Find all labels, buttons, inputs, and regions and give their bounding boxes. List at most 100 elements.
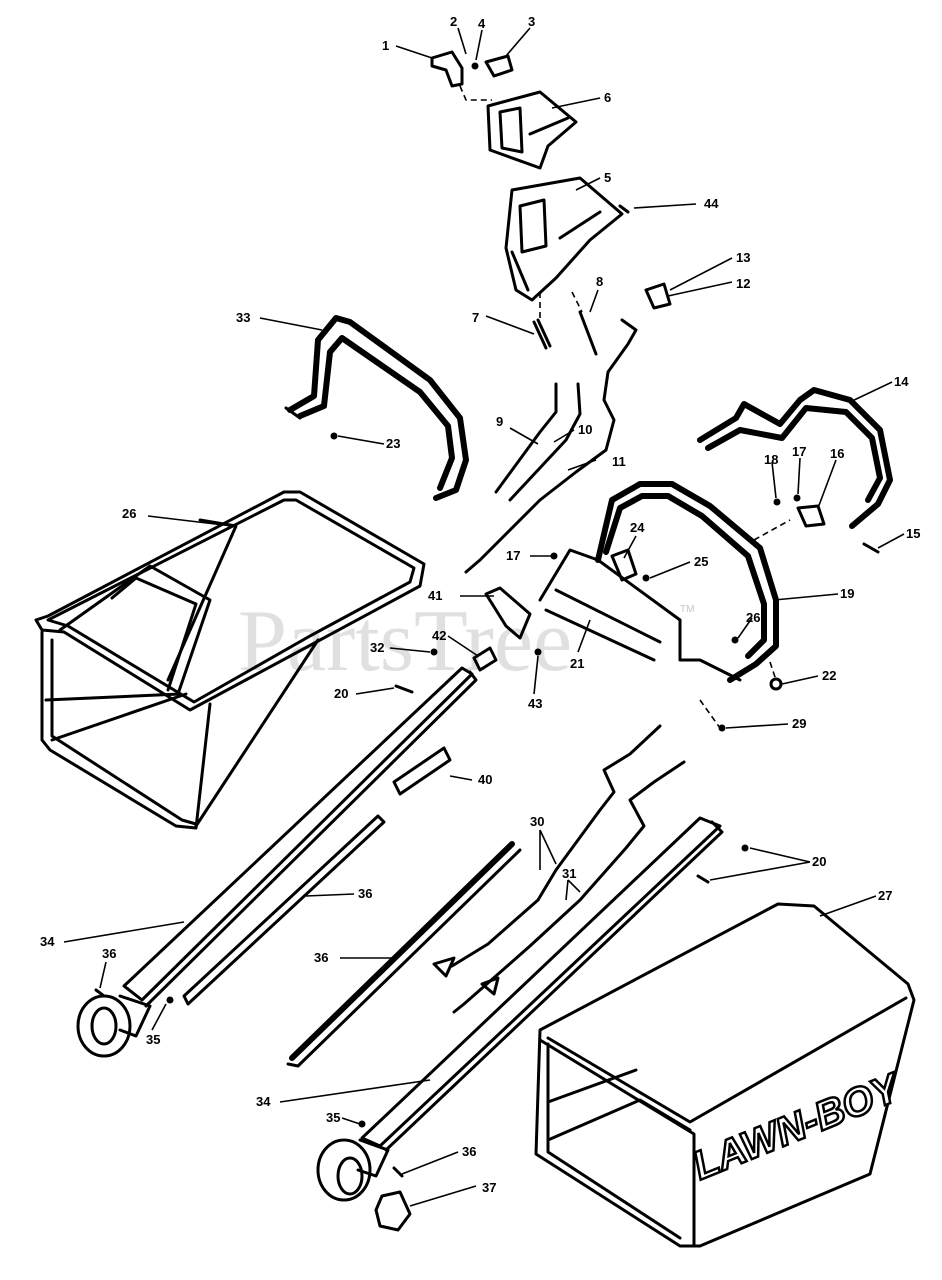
callout-13: 13 xyxy=(736,250,750,265)
callout-44: 44 xyxy=(704,196,719,211)
callout-19: 19 xyxy=(840,586,854,601)
screw-32 xyxy=(430,648,438,656)
rod-9 xyxy=(494,382,558,494)
callout-36c: 36 xyxy=(314,950,328,965)
knob-16 xyxy=(796,504,826,528)
washer-22 xyxy=(769,677,783,691)
callout-25: 25 xyxy=(694,554,708,569)
callout-35a: 35 xyxy=(146,1032,160,1047)
callout-16: 16 xyxy=(830,446,844,461)
cable-end-30 xyxy=(432,956,456,978)
callout-29: 29 xyxy=(792,716,806,731)
upper-handle-33 xyxy=(284,315,469,501)
callout-17b: 17 xyxy=(506,548,520,563)
callout-30: 30 xyxy=(530,814,544,829)
screw-44 xyxy=(618,204,630,214)
callout-34b: 34 xyxy=(256,1094,271,1109)
callout-17a: 17 xyxy=(792,444,806,459)
bracket-24 xyxy=(610,548,638,582)
washer-17 xyxy=(793,494,801,502)
trim-strip-36b xyxy=(286,841,522,1068)
callout-42: 42 xyxy=(432,628,446,643)
bolt-29 xyxy=(718,724,726,732)
callout-24: 24 xyxy=(630,520,645,535)
bracket-41 xyxy=(484,586,532,640)
cable-30 xyxy=(450,724,662,968)
callout-4: 4 xyxy=(478,16,486,31)
cable-31 xyxy=(452,760,686,1014)
leader-lines xyxy=(63,27,905,1207)
spring-4 xyxy=(471,62,479,70)
callout-11: 11 xyxy=(612,454,626,469)
watermark-tm: TM xyxy=(680,604,694,615)
callout-33: 33 xyxy=(236,310,250,325)
callout-36a: 36 xyxy=(102,946,116,961)
trim-strip-36a xyxy=(182,814,386,1006)
bolt-15 xyxy=(862,542,880,554)
clip-42 xyxy=(472,646,498,672)
lower-handle-34-left xyxy=(76,666,478,1058)
callout-6: 6 xyxy=(604,90,611,105)
control-housing-5 xyxy=(504,176,624,302)
grass-bag-frame-28 xyxy=(34,490,426,830)
screw-36e xyxy=(392,1166,404,1178)
callout-36b: 36 xyxy=(358,886,372,901)
callout-43: 43 xyxy=(528,696,542,711)
callout-28: 26 xyxy=(122,506,136,521)
callout-26: 26 xyxy=(746,610,760,625)
cable-11 xyxy=(464,318,638,574)
callout-22: 22 xyxy=(822,668,836,683)
callout-41: 41 xyxy=(428,588,442,603)
screw-36a xyxy=(94,988,106,998)
connector-12 xyxy=(644,282,672,310)
bolt-20a xyxy=(394,684,414,694)
cable-end-31 xyxy=(480,976,500,996)
spring-8 xyxy=(578,310,598,356)
lower-handle-34-right xyxy=(316,816,724,1202)
callout-31: 31 xyxy=(562,866,576,881)
callout-7: 7 xyxy=(472,310,479,325)
washer-18 xyxy=(773,498,781,506)
handle-bracket-19 xyxy=(538,481,779,683)
callout-9: 9 xyxy=(496,414,503,429)
callout-40: 40 xyxy=(478,772,492,787)
callout-32: 32 xyxy=(370,640,384,655)
callout-21: 21 xyxy=(570,656,584,671)
callout-20a: 20 xyxy=(334,686,348,701)
washer-26 xyxy=(731,636,739,644)
callout-34a: 34 xyxy=(40,934,55,949)
callout-23: 23 xyxy=(386,436,400,451)
callout-8: 8 xyxy=(596,274,603,289)
callout-36d: 36 xyxy=(462,1144,476,1159)
callout-18: 18 xyxy=(764,452,778,467)
callout-37: 37 xyxy=(482,1180,496,1195)
callout-35b: 35 xyxy=(326,1110,340,1125)
trim-strip-40 xyxy=(392,746,452,796)
control-knob-1 xyxy=(430,50,464,88)
callout-15: 15 xyxy=(906,526,920,541)
nut-35a xyxy=(166,996,174,1004)
brand-label: LAWN-BOY xyxy=(687,1065,908,1189)
assembly-line xyxy=(539,291,583,320)
callout-1: 1 xyxy=(382,38,389,53)
callout-10: 10 xyxy=(578,422,592,437)
callout-labels: 1 2 4 3 6 5 44 7 8 13 12 33 23 9 10 11 1… xyxy=(40,14,920,1195)
screw-43 xyxy=(534,648,542,656)
assembly-line xyxy=(699,519,791,729)
assembly-line xyxy=(459,85,492,101)
callout-12: 12 xyxy=(736,276,750,291)
screw-23 xyxy=(330,432,338,440)
bolt-20b xyxy=(741,844,749,852)
callout-27: 27 xyxy=(878,888,892,903)
bolt-20c xyxy=(696,874,710,884)
rod-10 xyxy=(508,382,582,502)
bolt-25 xyxy=(642,574,650,582)
upper-handle-14 xyxy=(697,387,893,529)
watermark: PartsTree xyxy=(238,593,572,690)
control-knob-3 xyxy=(484,54,514,78)
knob-37 xyxy=(374,1190,412,1232)
callout-20b: 20 xyxy=(812,854,826,869)
control-plate-6 xyxy=(486,90,578,170)
callout-2: 2 xyxy=(450,14,457,29)
